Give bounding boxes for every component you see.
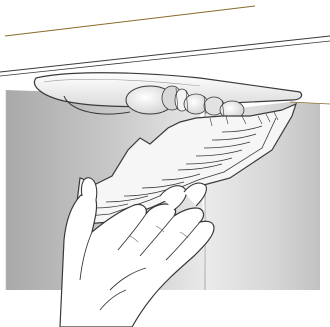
ceiling-lines — [0, 6, 330, 76]
